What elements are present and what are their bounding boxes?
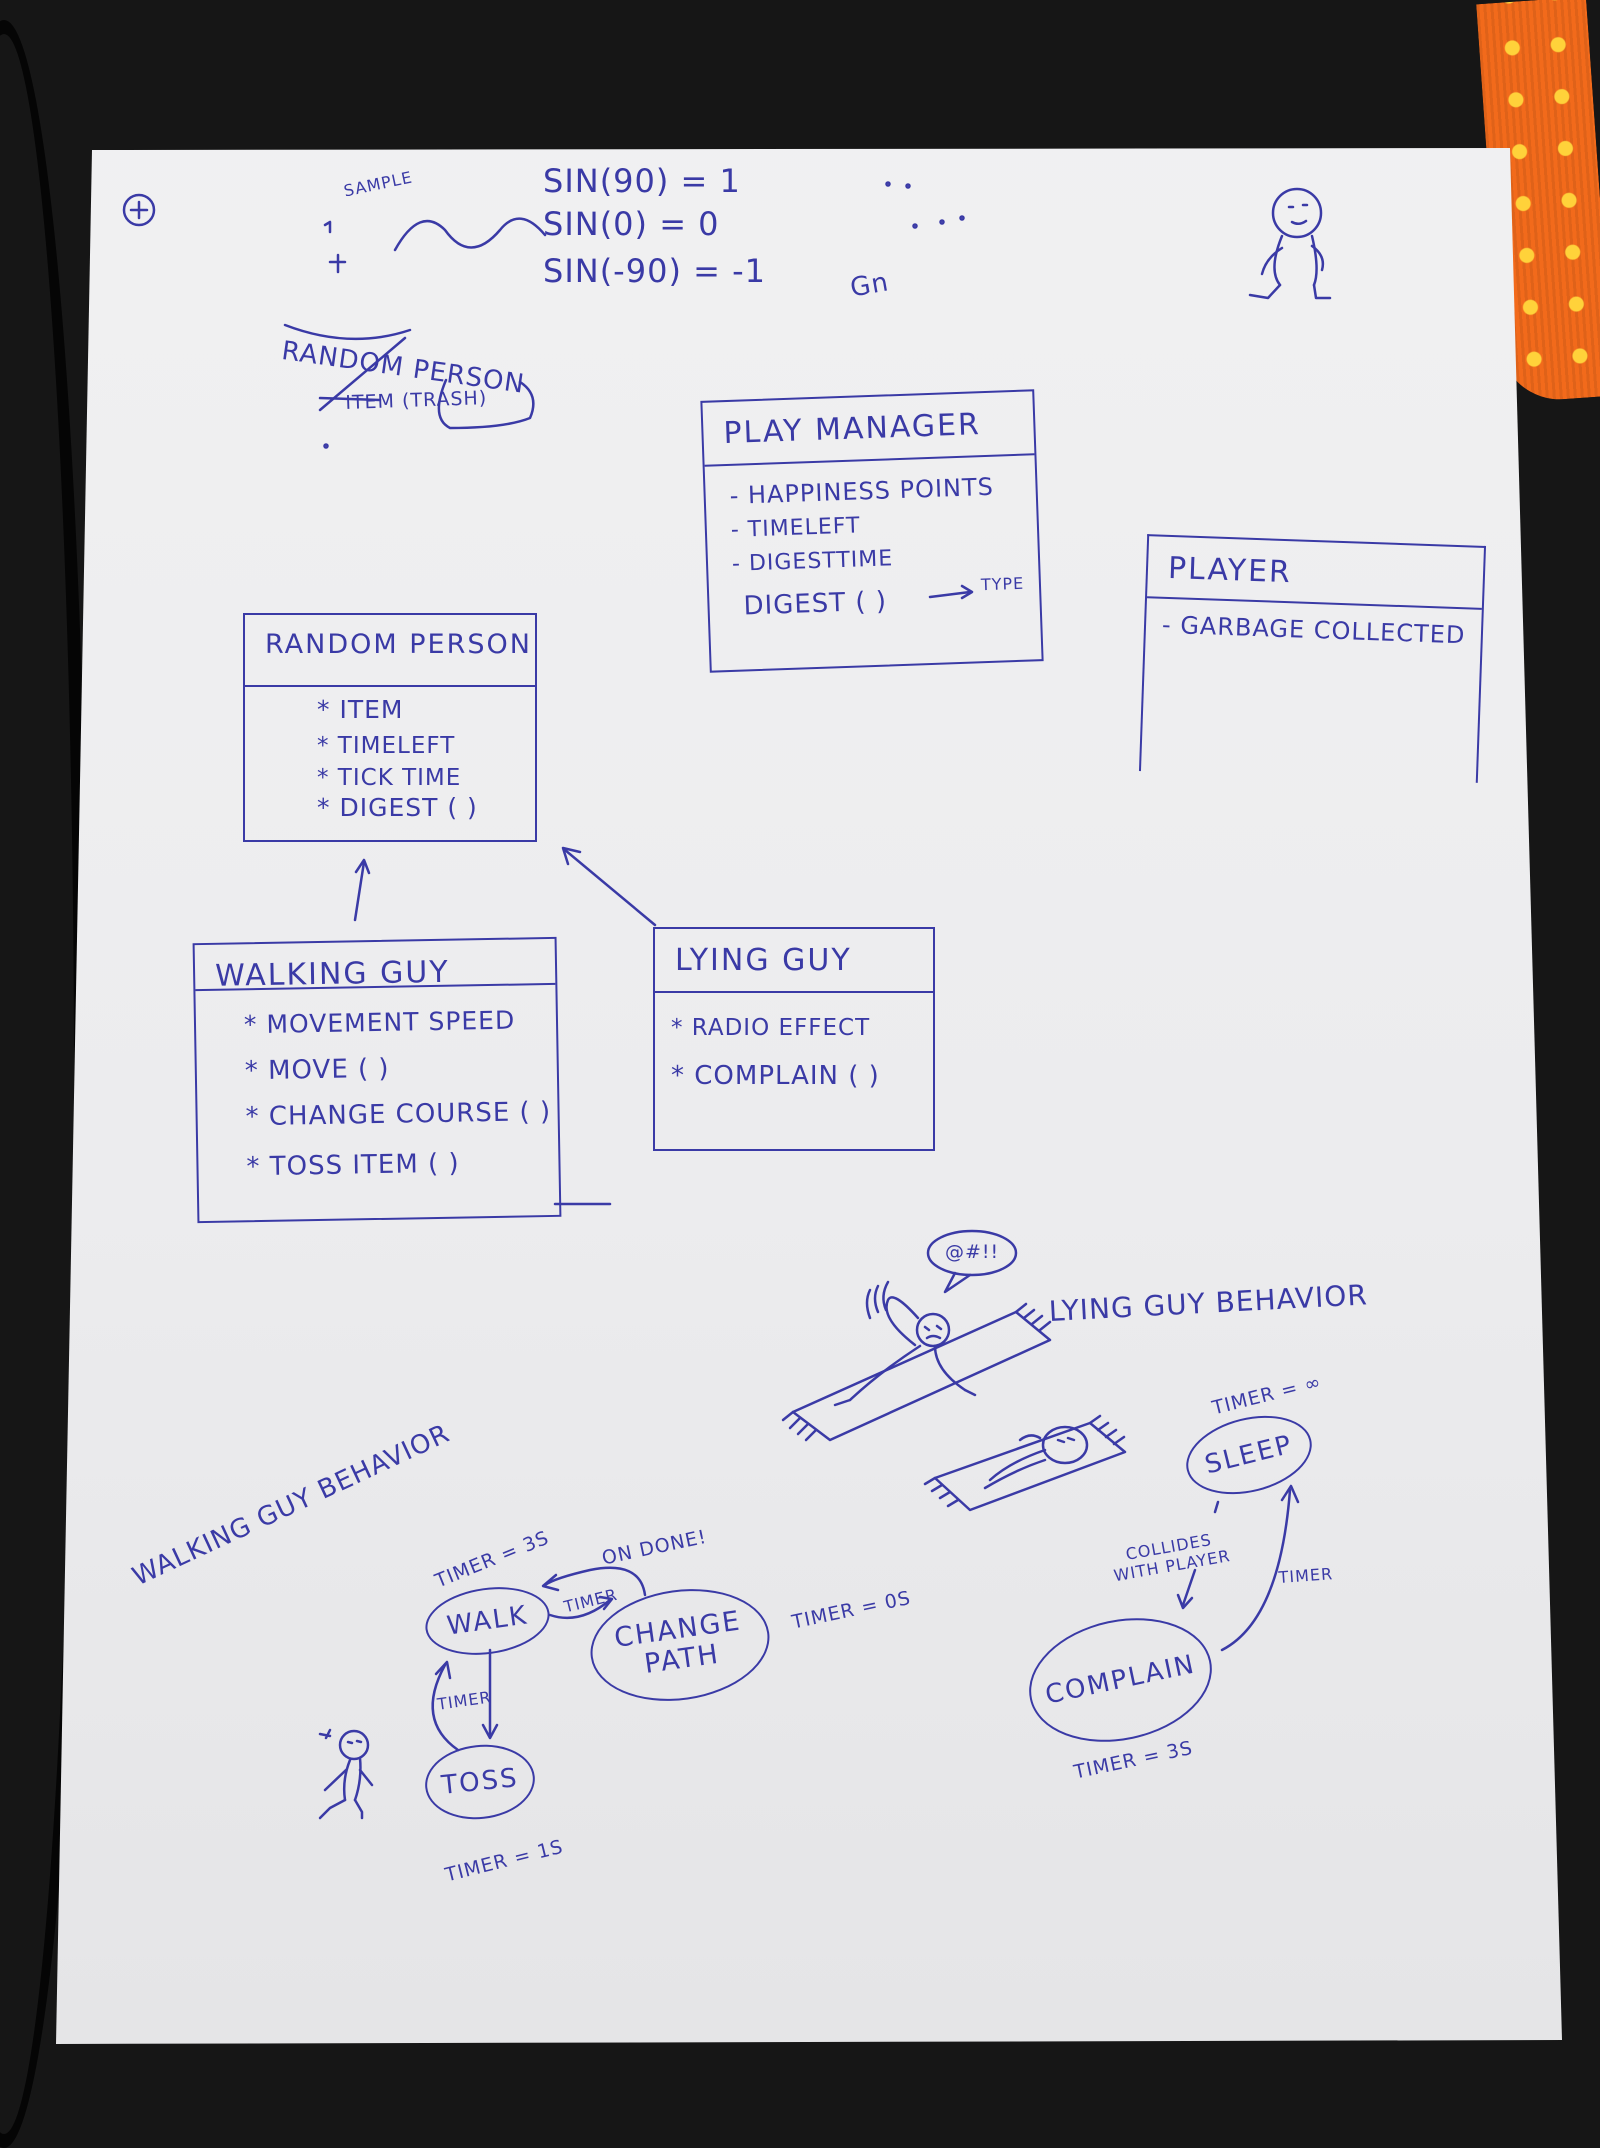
lying-guy-attr: * RADIO EFFECT (671, 1015, 871, 1041)
sine-wave-scribble (393, 217, 547, 252)
random-person-divider (245, 685, 535, 687)
arrow-walking-to-random (353, 860, 366, 922)
player-title: PLAYER (1167, 550, 1293, 591)
lying-guy-complaining-sketch (781, 1229, 1052, 1442)
player-attr: - GARBAGE COLLECTED (1161, 610, 1466, 650)
play-manager-attr: - HAPPINESS POINTS (729, 472, 995, 510)
stick-figure-icon (1248, 187, 1332, 300)
sin-line-2: SIN(0) = 0 (543, 205, 720, 243)
random-person-attr: * TIMELEFT (317, 733, 456, 759)
speech-bubble-text: @#!! (945, 1241, 1000, 1263)
arrow-complain-to-sleep (1220, 1488, 1292, 1652)
play-manager-attr: - TIMELEFT (730, 513, 861, 543)
random-person-attr: * DIGEST ( ) (317, 793, 478, 822)
random-person-title: RANDOM PERSON (265, 629, 532, 660)
random-person-attr: * TICK TIME (317, 765, 462, 791)
play-manager-method: DIGEST ( ) (743, 586, 888, 622)
arrow-collide-to-complain (1181, 1568, 1197, 1607)
walking-guy-sketch-icon (318, 1728, 374, 1820)
arrow-lying-to-random (563, 848, 657, 927)
sin-line-3: SIN(-90) = -1 (543, 252, 766, 290)
player-divider (1147, 596, 1482, 610)
class-random-person: RANDOM PERSON * ITEM * TIMELEFT * TICK T… (243, 613, 537, 842)
class-play-manager: PLAY MANAGER - HAPPINESS POINTS - TIMELE… (700, 389, 1044, 673)
lying-guy-divider (655, 991, 933, 993)
walking-guy-attr: * TOSS ITEM ( ) (246, 1148, 460, 1183)
arrow-toss-to-walk (431, 1663, 460, 1752)
play-manager-attr: - DIGESTTIME (731, 546, 894, 577)
lying-guy-attr: * COMPLAIN ( ) (671, 1061, 880, 1091)
timer-back-label: TIMER (1278, 1564, 1334, 1587)
circled-mark-icon (122, 193, 156, 227)
random-person-attr: * ITEM (317, 695, 404, 724)
walking-guy-attr: * MOVEMENT SPEED (243, 1005, 516, 1040)
arrow-sleep-to-complain (1213, 1500, 1220, 1514)
play-manager-divider (704, 453, 1035, 467)
play-manager-method-note: TYPE (980, 573, 1025, 595)
class-player: PLAYER - GARBAGE COLLECTED (1138, 534, 1487, 783)
arrow-walk-to-change (548, 1598, 612, 1620)
walking-guy-attr: * MOVE ( ) (244, 1053, 390, 1087)
walking-guy-attr: * CHANGE COURSE ( ) (245, 1096, 552, 1133)
lying-guy-title: LYING GUY (675, 943, 852, 978)
sin-line-1: SIN(90) = 1 (543, 162, 741, 200)
class-lying-guy: LYING GUY * RADIO EFFECT * COMPLAIN ( ) (653, 927, 935, 1151)
play-manager-title: PLAY MANAGER (722, 407, 982, 452)
arrow-change-to-walk (543, 1566, 647, 1597)
lying-guy-sleeping-sketch (923, 1414, 1127, 1512)
class-walking-guy: WALKING GUY * MOVEMENT SPEED * MOVE ( ) … (192, 936, 562, 1224)
